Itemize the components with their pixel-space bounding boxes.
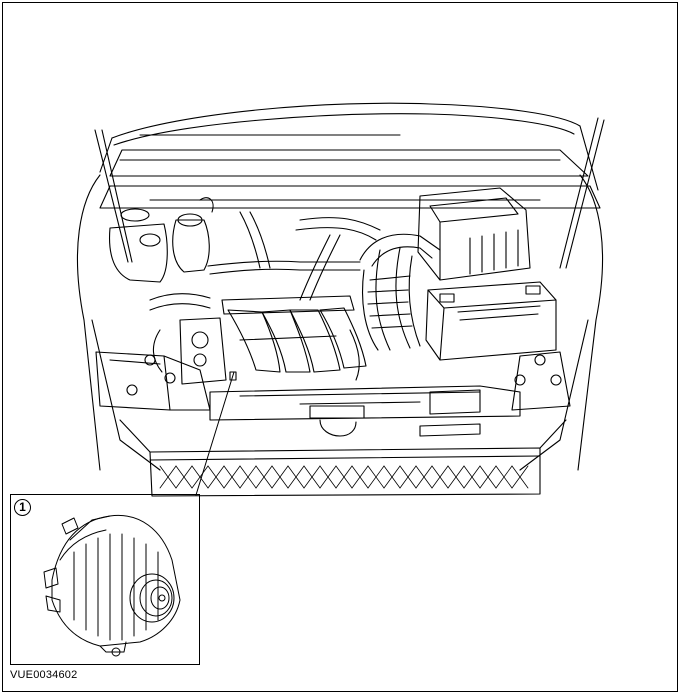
callout-number-1: 1 [14,499,31,516]
cowl [99,185,601,209]
alternator-drawing [43,514,181,657]
air-intake [359,233,441,351]
hoses [149,211,411,351]
figure-code: VUE0034602 [10,669,78,681]
engine-details [152,317,360,385]
leader-line [195,371,235,496]
reservoirs [109,197,214,283]
open-hood [94,102,605,269]
radiator-support [95,351,571,437]
exhaust-manifold [221,295,367,373]
bumper-grille [119,419,567,497]
alternator-inset [10,494,200,665]
battery [425,281,557,361]
fenders [76,174,604,471]
air-filter-box [417,187,531,281]
